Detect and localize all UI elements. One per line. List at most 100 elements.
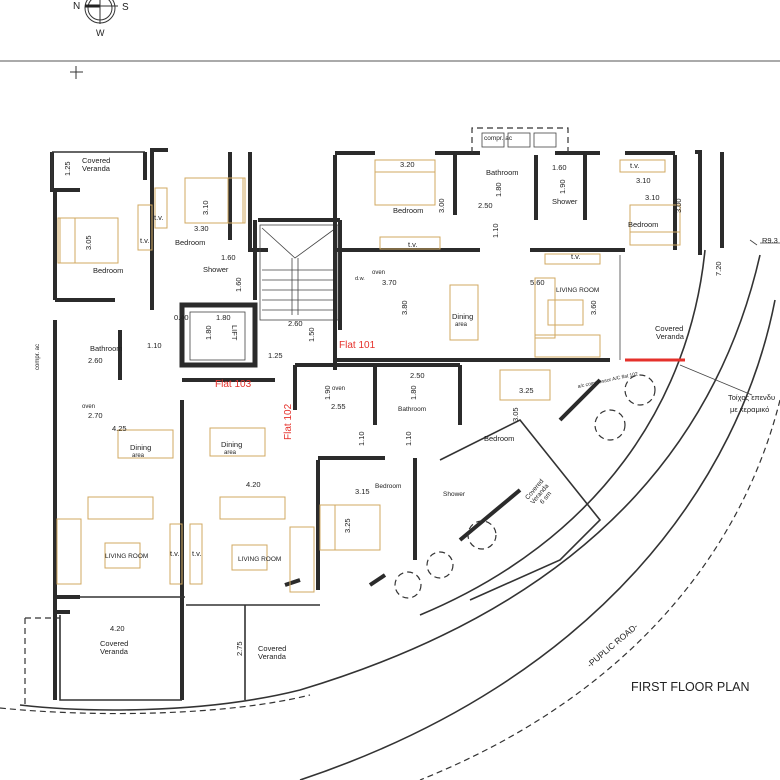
room-label: area [455,322,468,328]
radius-leader [749,239,780,246]
room-label: LIVING ROOM [105,553,148,560]
room-label: Veranda [656,332,685,341]
dimension: 3.70 [382,278,397,287]
radius-label: R9.3 [762,236,778,245]
dimension: 2.60 [288,319,303,328]
dimension: 2.50 [410,371,425,380]
room-label: Dining [130,443,151,452]
dimension: 3.15 [355,487,370,496]
flat-101-labels: compr. ac 3.20 Bathroom 1.80 2.50 3.00 B… [355,135,723,341]
walls-flat-102 [284,358,610,601]
room-label: Bedroom [93,266,123,275]
dimension: 1.25 [268,351,283,360]
room-label: Bathroom [90,344,123,353]
tv-label: t.v. [140,236,149,245]
dimension: 1.10 [357,431,366,446]
walls-flat-101 [333,127,724,370]
flat-103-label: Flat 103 [215,379,252,390]
furniture [56,159,681,593]
dimension: 1.60 [552,163,567,172]
room-label: Shower [203,265,229,274]
trees [394,374,656,599]
room-label: Dining [221,440,242,449]
lift [189,311,246,361]
room-label: Bedroom [375,483,401,490]
room-label: Dining [452,312,473,321]
site-boundary [0,249,780,780]
compass-icon [84,0,118,24]
room-label: Bedroom [628,220,658,229]
dimension: 1.80 [409,385,418,400]
dimension: 3.05 [84,235,93,250]
flat-101-label: Flat 101 [339,340,376,351]
dimension: 0.40 [174,313,189,322]
room-label: Veranda [258,652,287,661]
flat-102-label: Flat 102 [283,403,294,440]
oven-label: oven [372,270,385,276]
room-label: LIVING ROOM [238,556,281,563]
dimension: 1.25 [63,161,72,176]
room-label: area [132,453,145,459]
dimension: 1.60 [234,277,243,292]
room-label: Bedroom [175,238,205,247]
dimension: 3.10 [201,200,210,215]
compressor-label: compr. ac [35,344,41,370]
wall-note: με κεραμικό [730,405,769,414]
dishwasher-label: d.w. [355,276,365,282]
walls-flat-103 [24,148,342,705]
room-label: Bathroom [398,406,426,413]
room-label: Covered [100,639,128,648]
dimension: 3.00 [674,198,683,213]
dimension: 2.50 [478,201,493,210]
dimension: 1.80 [494,182,503,197]
room-label: Bedroom [484,434,514,443]
room-label: area [224,450,237,456]
dimension: 3.25 [343,518,352,533]
dimension: 3.60 [589,300,598,315]
plan-title: FIRST FLOOR PLAN [631,680,750,694]
dimension: 1.90 [558,179,567,194]
dimension: 4.20 [110,624,125,633]
room-label: Veranda [100,647,129,656]
dimension: 3.05 [511,407,520,422]
compass-north: N [73,1,80,12]
dimension: 3.20 [400,160,415,169]
compressor-label: compr. ac [484,135,513,142]
room-label: Covered [258,644,286,653]
oven-label: oven [332,386,345,392]
dimension: 4.25 [112,424,127,433]
compass-west: W [96,28,105,38]
tv-label: t.v. [154,213,163,222]
staircase [259,224,339,321]
dimension: 3.10 [645,193,660,202]
dimension: 2.55 [331,402,346,411]
crosshair-icon [70,66,83,79]
dimension: 5.60 [530,278,545,287]
oven-label: oven [82,404,95,410]
tv-label: t.v. [630,161,639,170]
note-leader [679,364,753,396]
room-label: Shower [552,197,578,206]
lift-label: LIFT [230,325,239,341]
dimension: 1.10 [404,431,413,446]
tv-label: t.v. [170,549,179,558]
wall-note: Τοίχος επενδυ [728,393,775,402]
flat-103-labels: Covered Veranda 1.25 3.05 Bedroom t.v. t… [35,156,316,656]
dimension: 3.80 [400,300,409,315]
dimension: 2.70 [88,411,103,420]
dimension: 1.10 [147,341,162,350]
dimension: 4.20 [246,480,261,489]
tv-label: t.v. [571,252,580,261]
room-label: Bathroom [486,168,519,177]
dimension: 3.25 [519,386,534,395]
dimension: 1.80 [216,313,231,322]
room-label: LIVING ROOM [556,287,599,294]
dimension: 7.20 [714,261,723,276]
tv-label: t.v. [408,240,417,249]
tv-label: t.v. [192,549,201,558]
dimension: 3.10 [636,176,651,185]
dimension: 2.60 [88,356,103,365]
room-label: Covered [82,156,110,165]
room-label: Covered [655,324,683,333]
